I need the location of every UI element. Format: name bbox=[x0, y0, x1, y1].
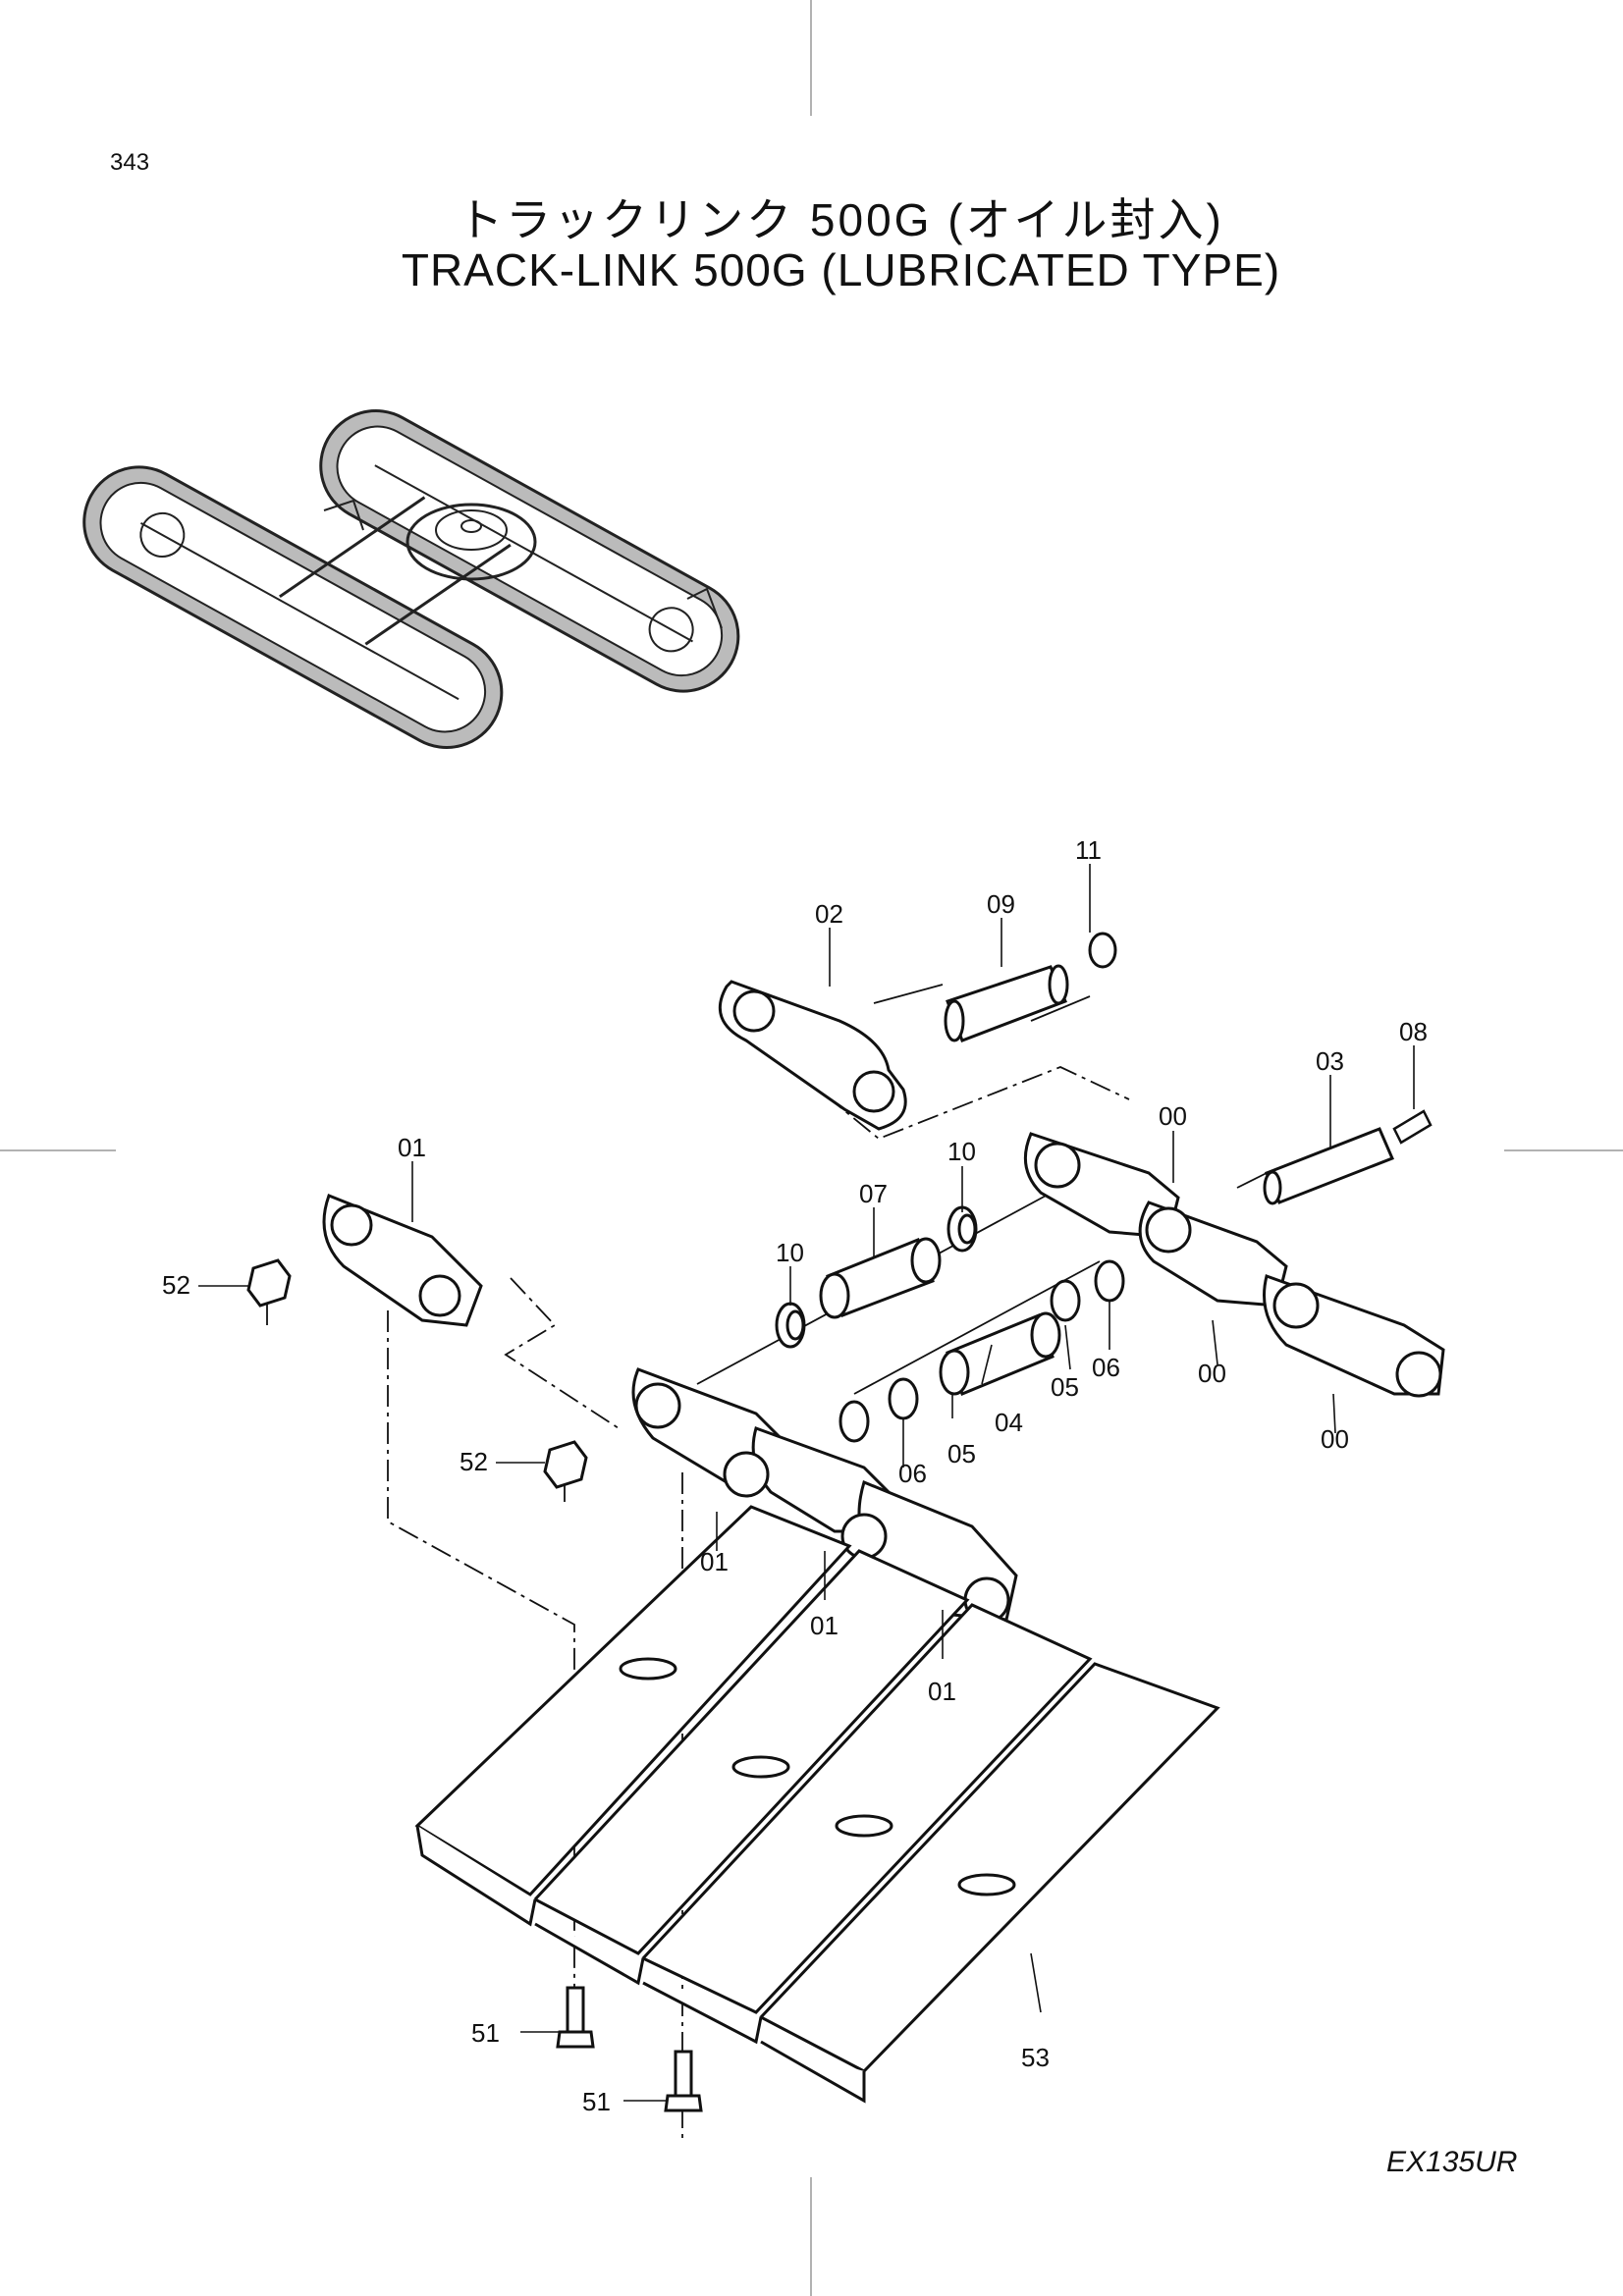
callout-11: 11 bbox=[1075, 835, 1102, 865]
callout-52-left: 52 bbox=[162, 1270, 190, 1300]
callout-01-b: 01 bbox=[810, 1611, 839, 1640]
bushing-04 bbox=[939, 1311, 1061, 1396]
callout-51-left: 51 bbox=[471, 2018, 500, 2048]
bushing-07 bbox=[819, 1237, 942, 1319]
callout-01-c: 01 bbox=[928, 1677, 956, 1706]
seals-05-06 bbox=[839, 1259, 1125, 1443]
nuts-52 bbox=[246, 1258, 588, 1489]
callout-04: 04 bbox=[995, 1408, 1023, 1437]
callout-labels: 11 02 09 08 03 00 10 07 01 10 52 52 06 0… bbox=[162, 835, 1428, 2116]
callout-leaders bbox=[198, 864, 1415, 2102]
master-pin-03 bbox=[1263, 1127, 1394, 1205]
callout-02: 02 bbox=[815, 899, 843, 929]
callout-06-left: 06 bbox=[898, 1459, 927, 1488]
callout-08: 08 bbox=[1399, 1017, 1428, 1046]
title-english: TRACK-LINK 500G (LUBRICATED TYPE) bbox=[401, 244, 1281, 295]
callout-05-right: 05 bbox=[1051, 1372, 1079, 1402]
callout-10-left: 10 bbox=[776, 1238, 804, 1267]
callout-06-right: 06 bbox=[1092, 1353, 1120, 1382]
callout-07: 07 bbox=[859, 1179, 888, 1208]
track-shoes-53 bbox=[414, 1505, 1220, 2104]
callout-01-top: 01 bbox=[398, 1133, 426, 1162]
callout-01-a: 01 bbox=[700, 1547, 729, 1576]
callout-52-mid: 52 bbox=[460, 1447, 488, 1476]
track-pin-09 bbox=[944, 964, 1069, 1042]
bolts-51 bbox=[556, 1986, 703, 2112]
page-number: 343 bbox=[110, 149, 150, 176]
title-japanese: トラックリンク 500G (オイル封入) bbox=[458, 194, 1224, 245]
callout-00-upper: 00 bbox=[1159, 1101, 1187, 1131]
callout-00-mid: 00 bbox=[1198, 1359, 1226, 1388]
callout-09: 09 bbox=[987, 889, 1015, 919]
track-links-00 bbox=[1023, 1132, 1445, 1398]
seal-washers-10 bbox=[775, 1205, 978, 1349]
track-links-01 bbox=[322, 1194, 1018, 1624]
callout-03: 03 bbox=[1316, 1046, 1344, 1076]
callout-10-right: 10 bbox=[947, 1137, 976, 1166]
retaining-ring-11 bbox=[1088, 932, 1117, 969]
model-code: EX135UR bbox=[1386, 2146, 1518, 2178]
callout-53: 53 bbox=[1021, 2043, 1050, 2072]
callout-05-left: 05 bbox=[947, 1439, 976, 1468]
track-link-02 bbox=[718, 980, 907, 1131]
callout-00-lower: 00 bbox=[1321, 1424, 1349, 1454]
undercarriage-overview-illustration bbox=[82, 409, 740, 749]
callout-51-right: 51 bbox=[582, 2087, 611, 2116]
pin-plug-08 bbox=[1392, 1109, 1433, 1145]
